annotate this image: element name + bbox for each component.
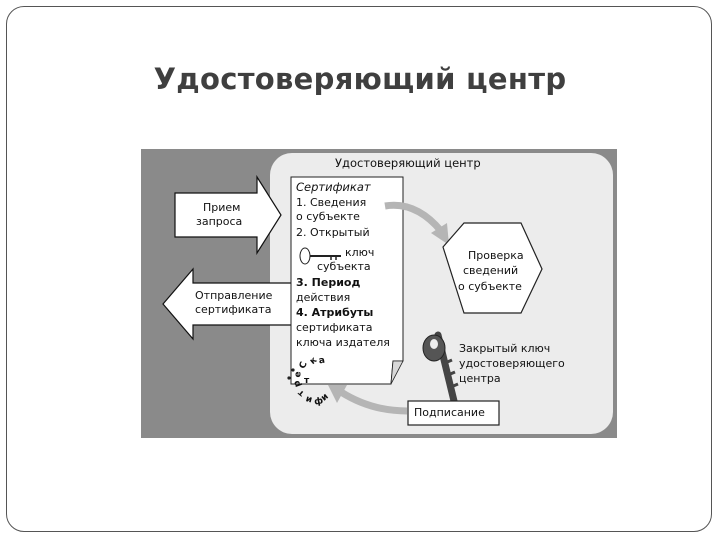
certificate-line: действия — [296, 291, 351, 304]
private-key-label-line2: удостоверяющего — [459, 357, 565, 370]
private-key-label-line1: Закрытый ключ — [459, 342, 551, 355]
check-hexagon — [442, 222, 543, 314]
private-key-label-line3: центра — [459, 372, 501, 385]
certificate-line: субъекта — [317, 260, 371, 273]
certificate-line: 4. Атрибуты — [296, 306, 374, 319]
arrow-to-check — [384, 201, 444, 234]
arrow-to-seal-head — [328, 385, 347, 403]
request-label-line2: запроса — [196, 215, 243, 228]
diagram-graphics — [141, 149, 617, 438]
send-arrow — [162, 267, 298, 341]
certificate-line: ключа издателя — [296, 336, 390, 349]
certificate-heading: Сертификат — [296, 180, 371, 194]
seal-letter: а — [318, 355, 326, 367]
seal-letter: е — [293, 371, 304, 378]
panel-title: Удостоверяющий центр — [335, 156, 481, 170]
request-arrow — [174, 174, 282, 256]
certificate-authority-diagram: Удостоверяющий центр Прием запроса Отпра… — [141, 149, 617, 438]
public-key-icon — [299, 247, 341, 265]
private-key-icon — [422, 331, 459, 405]
slide-title: Удостоверяющий центр — [153, 62, 567, 96]
send-label-line1: Отправление — [195, 289, 273, 302]
signing-box — [407, 400, 500, 426]
certificate-line: 3. Период — [296, 276, 361, 289]
certificate-line: о субъекте — [296, 210, 360, 223]
certificate-line: сертификата — [296, 321, 373, 334]
check-label-line3: о субъекте — [458, 280, 522, 293]
send-label-line2: сертификата — [195, 303, 272, 316]
check-label-line2: сведений — [463, 264, 519, 277]
arrow-to-seal — [339, 389, 408, 415]
certificate-line: 2. Открытый — [296, 226, 370, 239]
certificate-line: 1. Сведения — [296, 196, 367, 209]
request-label-line1: Прием — [203, 201, 241, 214]
certificate-line: ключ — [345, 246, 375, 259]
seal-letter: т — [304, 376, 310, 386]
arrow-to-check-head — [431, 223, 449, 245]
certificate-fold — [390, 360, 404, 385]
signing-label: Подписание — [414, 406, 485, 419]
check-label-line1: Проверка — [468, 249, 524, 262]
